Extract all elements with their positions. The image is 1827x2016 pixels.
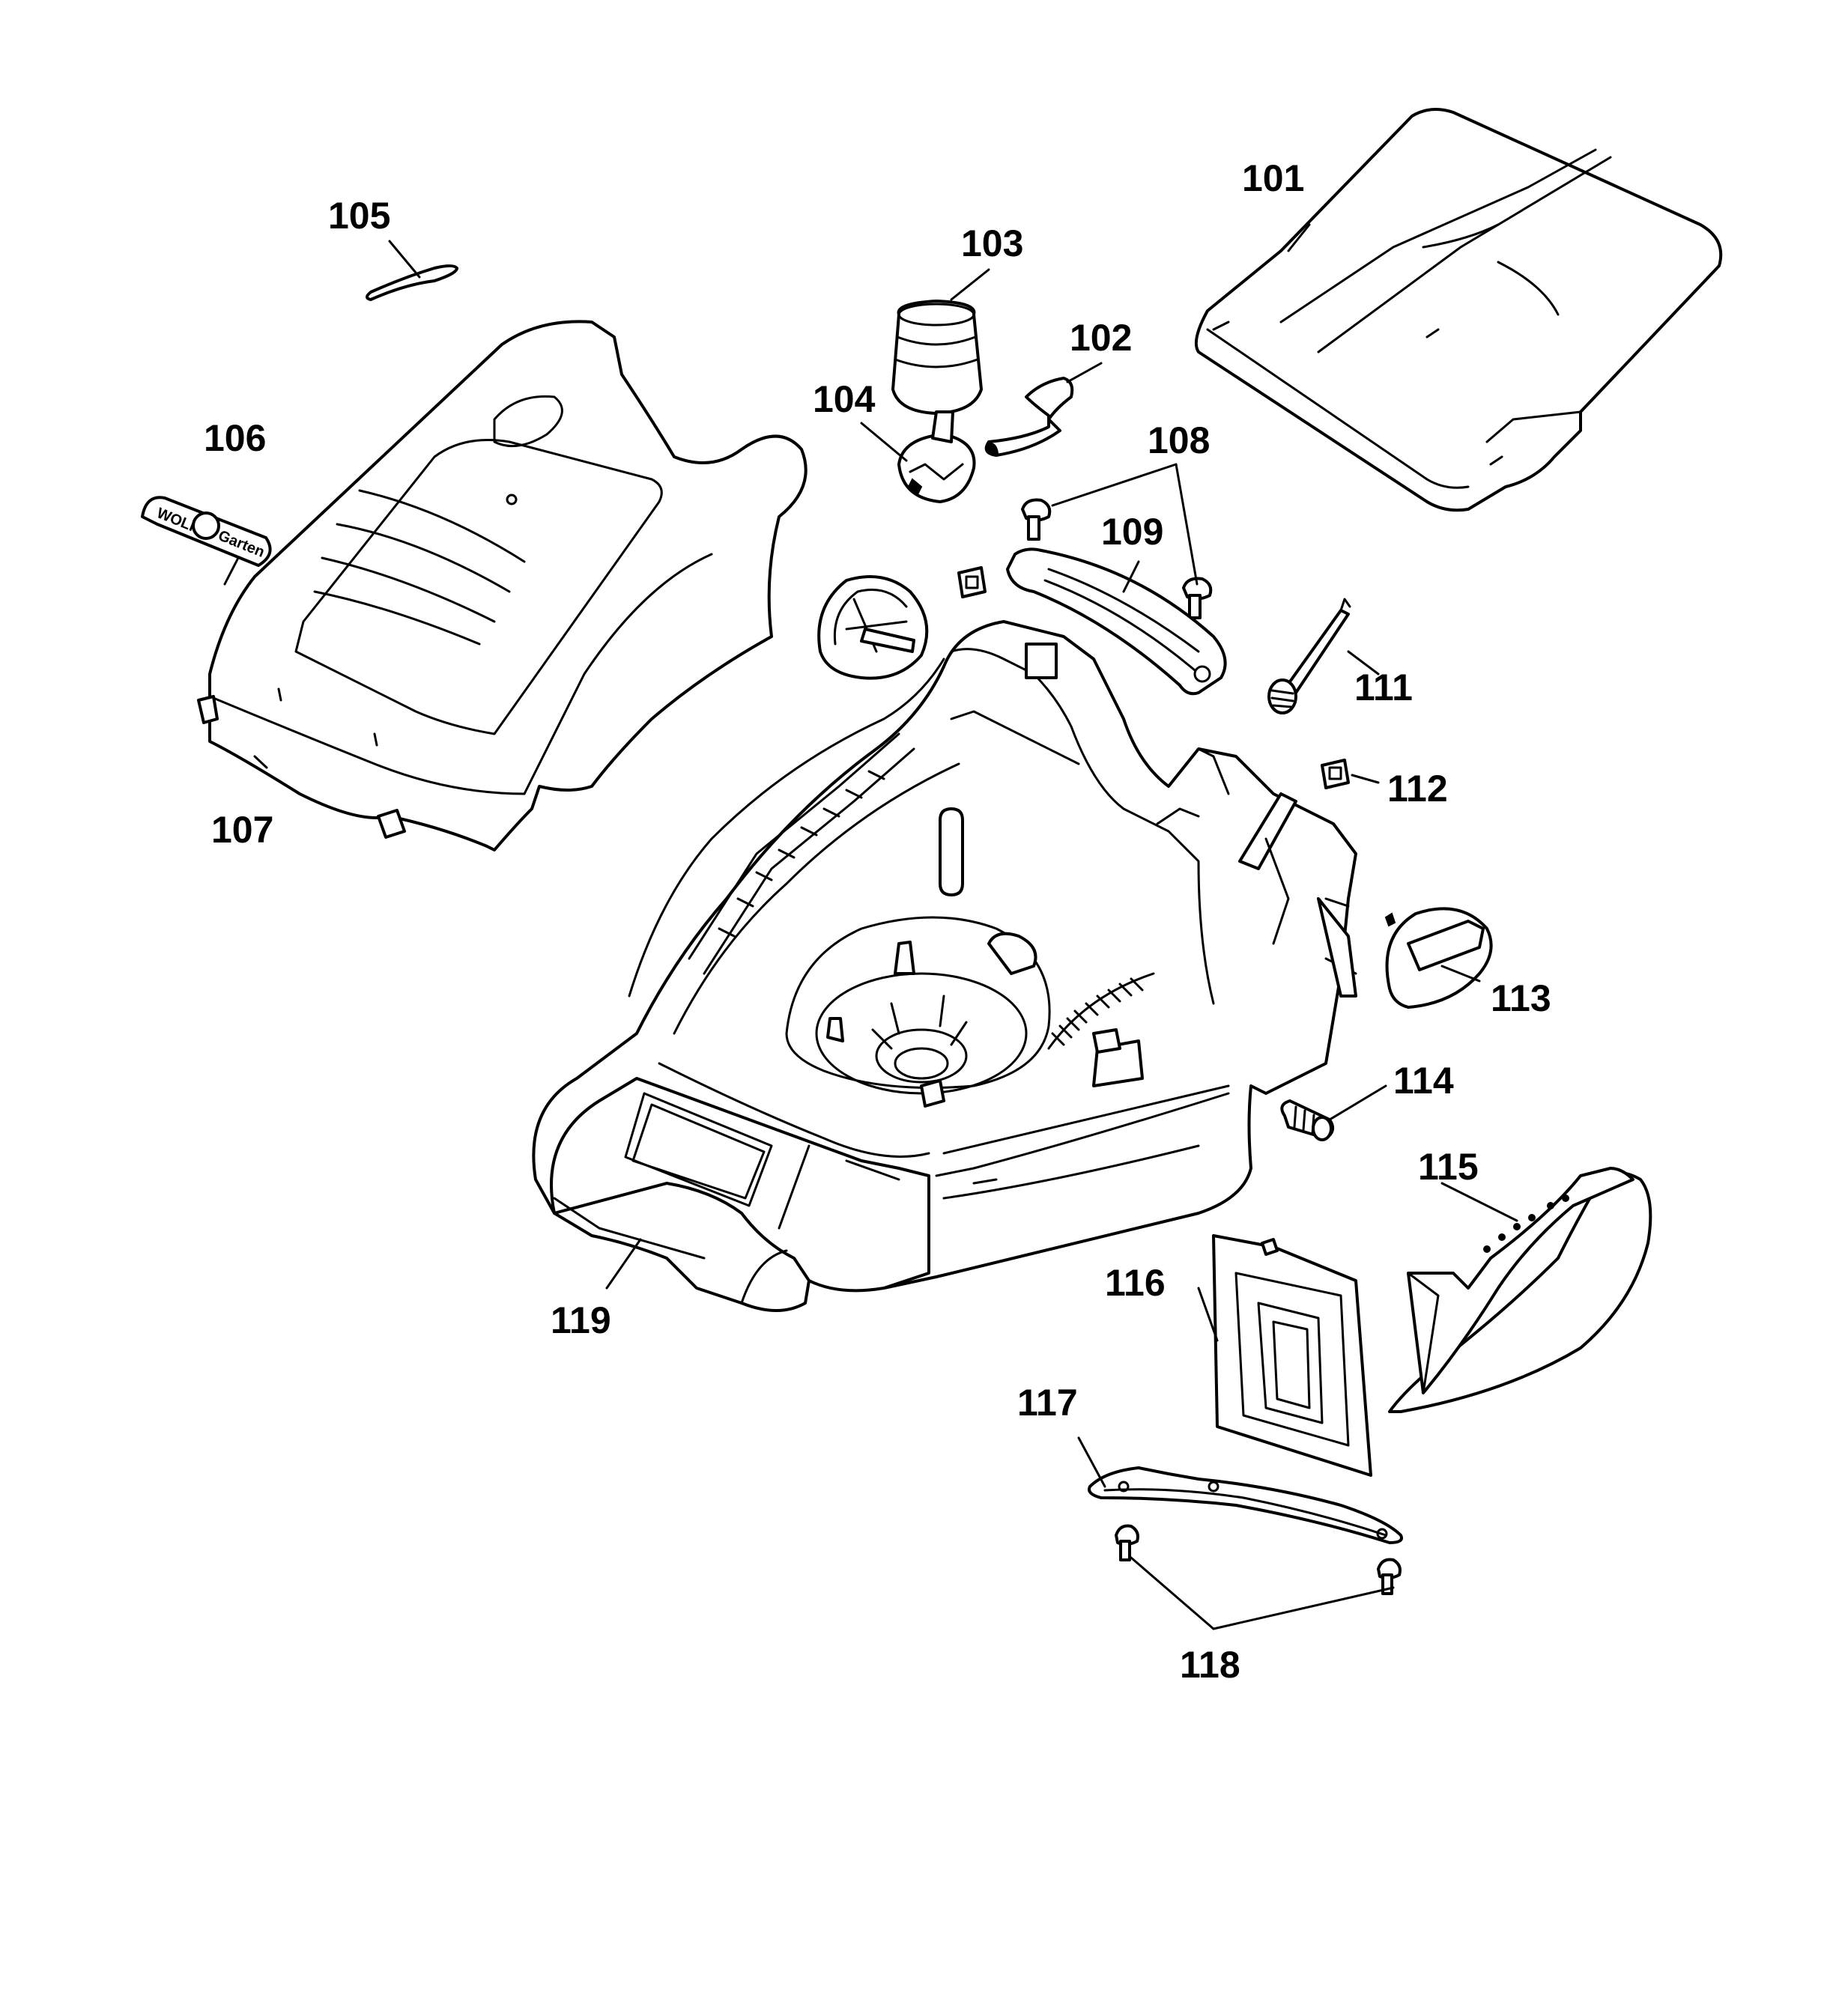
callout-109: 109 (1101, 511, 1163, 553)
callout-102: 102 (1070, 317, 1132, 359)
part-102-lever (984, 377, 1074, 457)
part-116-flap (1212, 1234, 1372, 1477)
part-111-spring (1267, 598, 1351, 714)
part-112-nut (1321, 759, 1350, 789)
part-wheel-hub (817, 575, 929, 680)
callout-113: 113 (1491, 977, 1551, 1019)
part-108-screws (1021, 498, 1213, 619)
part-101-lid (1195, 108, 1723, 512)
callout-111: 111 (1354, 667, 1413, 708)
callout-114: 114 (1393, 1060, 1454, 1102)
callout-106: 106 (204, 417, 266, 459)
part-104-bushing (897, 410, 976, 503)
callout-104: 104 (813, 378, 876, 420)
callout-107: 107 (211, 809, 273, 851)
part-117-bar (1088, 1466, 1403, 1544)
callout-112: 112 (1387, 768, 1448, 810)
part-nut (957, 566, 987, 598)
callout-119: 119 (551, 1299, 611, 1341)
part-115-side-cover (1388, 1167, 1652, 1413)
callout-103: 103 (961, 222, 1023, 264)
part-105-hook (366, 264, 458, 301)
part-109-handle-bar (1006, 547, 1227, 696)
callout-118: 118 (1180, 1644, 1240, 1686)
callout-labels: 101 102 103 104 105 106 107 108 109 111 … (204, 157, 1551, 1686)
callout-108: 108 (1148, 419, 1210, 461)
callout-115: 115 (1418, 1146, 1479, 1188)
callout-101: 101 (1242, 157, 1304, 199)
callout-116: 116 (1105, 1262, 1166, 1304)
callout-105: 105 (328, 195, 390, 237)
part-119-housing (532, 620, 1357, 1312)
part-106-logo: WOLF Garten (141, 496, 272, 567)
part-113-knob (1384, 907, 1493, 1009)
part-103-cap (891, 300, 983, 415)
part-107-top-cover (197, 320, 808, 851)
part-118-screws (1115, 1524, 1402, 1595)
part-114-roller (1280, 1099, 1334, 1141)
leader-lines (223, 223, 1518, 1630)
callout-117: 117 (1017, 1382, 1078, 1424)
